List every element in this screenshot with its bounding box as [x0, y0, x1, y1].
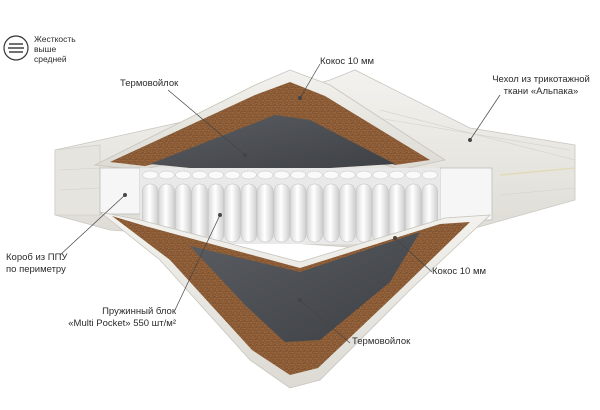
firmness-line-3: средней	[34, 54, 67, 64]
pocket-spring	[240, 183, 257, 243]
pocket-spring	[207, 183, 225, 243]
pocket-spring	[306, 183, 323, 243]
pocket-spring	[355, 183, 373, 243]
foam-perimeter	[99, 167, 493, 221]
label-cover-line-2: ткани «Альпака»	[503, 86, 579, 97]
spring-cap	[208, 170, 224, 180]
spring-cap	[290, 170, 307, 180]
label-foam-box-line-1: Короб из ППУ	[6, 252, 68, 263]
pocket-spring	[224, 183, 241, 243]
label-thermofelt-top: Термовойлок	[120, 78, 179, 89]
firmness-label: Жесткость выше средней	[34, 34, 76, 64]
spring-cap	[191, 170, 208, 180]
firmness-line-2: выше	[34, 44, 57, 54]
top-flap	[93, 69, 447, 171]
pocket-spring	[339, 183, 356, 243]
firmness-line-1: Жесткость	[34, 34, 76, 44]
label-thermofelt-bottom: Термовойлок	[352, 336, 411, 347]
spring-cap	[306, 170, 323, 180]
spring-cap	[257, 170, 274, 180]
spring-cap	[273, 170, 290, 180]
spring-cap	[421, 170, 438, 180]
label-coconut-bottom: Кокос 10 мм	[432, 266, 487, 277]
spring-cap	[339, 170, 356, 180]
spring-cap	[241, 170, 257, 180]
pocket-spring	[273, 183, 290, 243]
bottom-flap	[99, 211, 492, 389]
label-coconut-top: Кокос 10 мм	[320, 56, 375, 67]
label-spring-block-line-1: Пружинный блок	[102, 306, 176, 317]
label-cover: Чехол из трикотажной ткани «Альпака»	[486, 74, 596, 98]
spring-cap	[323, 170, 339, 180]
label-cover-line-1: Чехол из трикотажной	[492, 74, 590, 85]
spring-cap	[175, 170, 191, 180]
leader-lines	[59, 63, 501, 344]
spring-cap	[405, 170, 422, 180]
pocket-spring	[290, 183, 307, 243]
label-spring-block: Пружинный блок «Multi Pocket» 550 шт/м²	[40, 306, 176, 330]
spring-cap	[158, 170, 175, 180]
pocket-spring	[191, 183, 208, 243]
label-foam-box-line-2: по периметру	[6, 264, 66, 275]
spring-cap	[372, 170, 389, 180]
spring-cap	[224, 170, 241, 180]
label-foam-box: Короб из ППУ по периметру	[6, 252, 67, 276]
pocket-spring	[372, 183, 389, 243]
label-spring-block-line-2: «Multi Pocket» 550 шт/м²	[68, 318, 176, 329]
pocket-spring	[257, 183, 274, 243]
spring-cap	[142, 170, 159, 180]
firmness-level-icon	[3, 35, 29, 61]
spring-cap	[389, 170, 405, 180]
pocket-spring	[323, 183, 340, 243]
spring-cap	[356, 170, 372, 180]
